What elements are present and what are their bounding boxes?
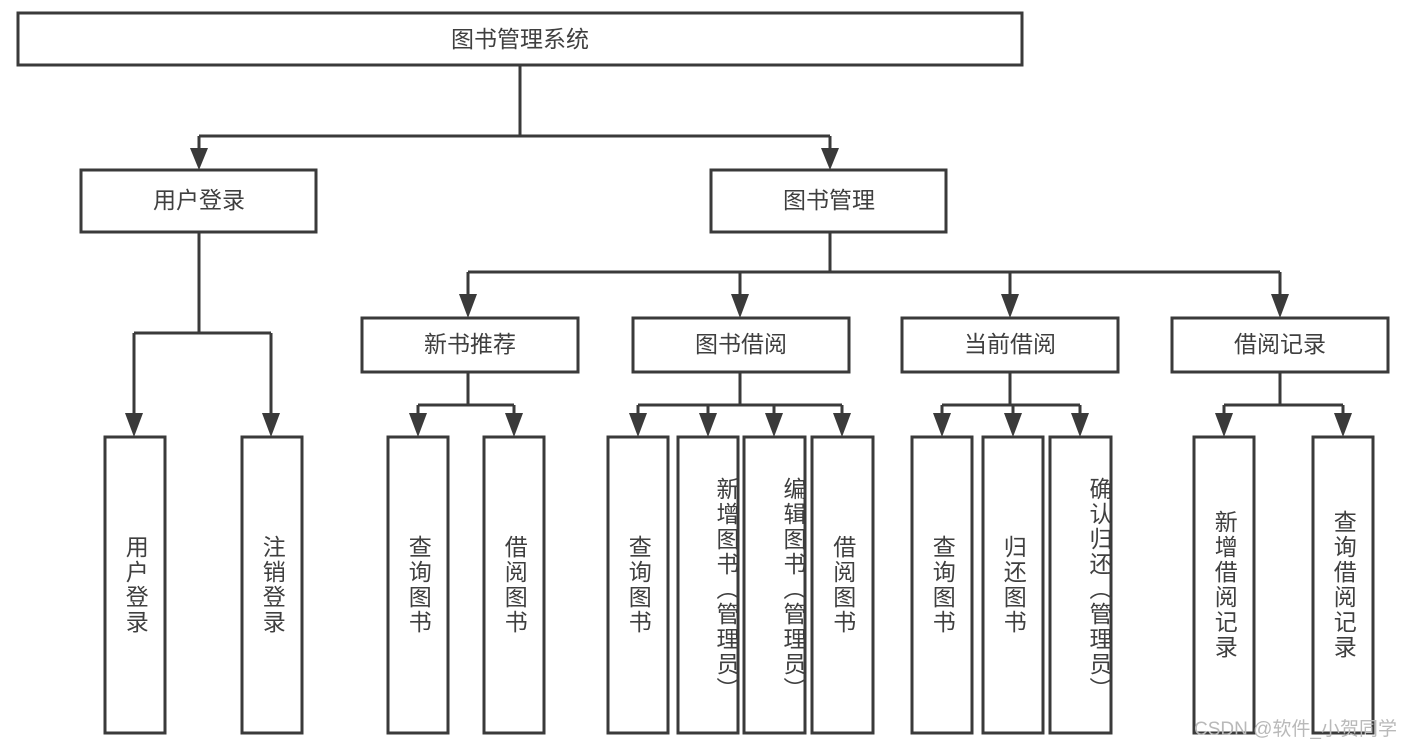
node-borrow-record-label: 借阅记录	[1234, 331, 1326, 357]
node-user-login[interactable]: 用户登录	[79, 168, 318, 234]
node-root[interactable]: 图书管理系统	[16, 11, 1024, 67]
arrow-leaf-borrow-book-1	[505, 413, 523, 437]
arrow-leaf-query-record	[1334, 413, 1352, 437]
node-current-borrow[interactable]: 当前借阅	[900, 316, 1120, 374]
arrow-leaf-query-book-3	[933, 413, 951, 437]
arrow-leaf-confirm-return	[1071, 413, 1089, 437]
arrow-leaf-add-record	[1215, 413, 1233, 437]
node-new-book-recommend-box[interactable]	[360, 316, 580, 374]
arrow-borrow-record	[1271, 294, 1289, 318]
arrow-leaf-borrow-book-2	[833, 413, 851, 437]
leaf-box-return-book[interactable]	[981, 435, 1045, 735]
node-current-borrow-label: 当前借阅	[964, 331, 1056, 357]
leaf-box-borrow-book-1[interactable]	[482, 435, 546, 735]
leaf-box-group	[103, 435, 1375, 735]
node-user-login-box[interactable]	[79, 168, 318, 234]
node-user-login-label: 用户登录	[153, 187, 245, 213]
node-book-borrow[interactable]: 图书借阅	[631, 316, 851, 374]
arrow-leaf-logout	[262, 413, 280, 437]
node-new-book-recommend[interactable]: 新书推荐	[360, 316, 580, 374]
node-new-book-recommend-label: 新书推荐	[424, 331, 516, 357]
arrow-current-borrow	[1001, 294, 1019, 318]
leaf-box-logout[interactable]	[240, 435, 304, 735]
arrow-book-management	[821, 148, 839, 170]
node-book-management-label: 图书管理	[783, 187, 875, 213]
leaf-box-confirm-return[interactable]	[1048, 435, 1113, 735]
arrow-leaf-add-book	[699, 413, 717, 437]
leaf-box-edit-book[interactable]	[742, 435, 807, 735]
node-book-borrow-box[interactable]	[631, 316, 851, 374]
leaf-box-add-book[interactable]	[676, 435, 740, 735]
arrow-leaf-query-book-1	[409, 413, 427, 437]
node-book-borrow-label: 图书借阅	[695, 331, 787, 357]
arrow-user-login	[190, 148, 208, 170]
node-borrow-record-box[interactable]	[1170, 316, 1390, 374]
node-book-management-box[interactable]	[709, 168, 948, 234]
leaf-box-borrow-book-2[interactable]	[810, 435, 875, 735]
csdn-watermark: CSDN @软件_小贺同学	[1194, 719, 1397, 740]
arrow-leaf-user-login	[125, 413, 143, 437]
arrow-new-book-recommend	[459, 294, 477, 318]
leaf-box-add-record[interactable]	[1192, 435, 1256, 735]
arrow-leaf-return-book	[1004, 413, 1022, 437]
arrow-leaf-edit-book	[765, 413, 783, 437]
leaf-box-query-record[interactable]	[1311, 435, 1375, 735]
node-current-borrow-box[interactable]	[900, 316, 1120, 374]
leaf-box-query-book-3[interactable]	[910, 435, 974, 735]
leaf-box-query-book-2[interactable]	[606, 435, 670, 735]
node-borrow-record[interactable]: 借阅记录	[1170, 316, 1390, 374]
node-root-box[interactable]	[16, 11, 1024, 67]
arrow-book-borrow	[731, 294, 749, 318]
node-book-management[interactable]: 图书管理	[709, 168, 948, 234]
node-root-label: 图书管理系统	[451, 26, 589, 52]
arrow-leaf-query-book-2	[629, 413, 647, 437]
connector-group	[125, 65, 1352, 437]
leaf-box-user-login[interactable]	[103, 435, 167, 735]
leaf-box-query-book-1[interactable]	[386, 435, 450, 735]
